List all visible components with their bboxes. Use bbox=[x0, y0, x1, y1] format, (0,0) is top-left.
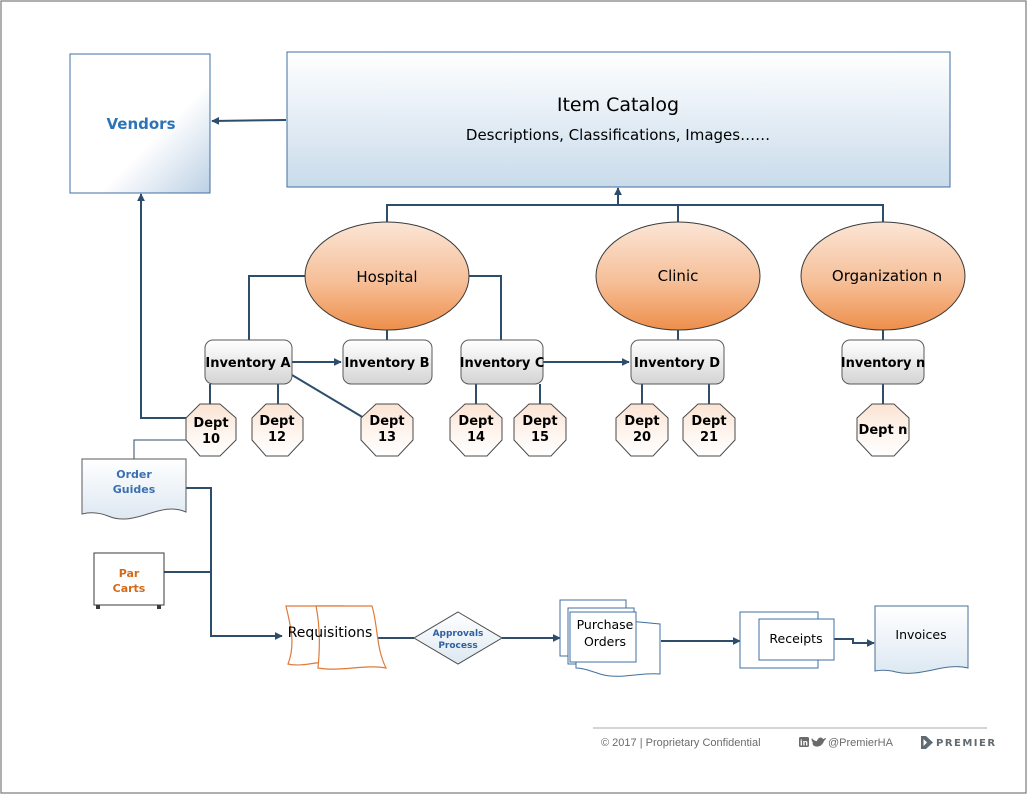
hospital-node[interactable]: Hospital bbox=[304, 221, 470, 331]
inventory-a-node[interactable]: Inventory A bbox=[204, 339, 293, 385]
order-guides-label-2: Guides bbox=[113, 483, 156, 496]
inventory-a-label: Inventory A bbox=[205, 356, 290, 371]
dept-13-label: Dept bbox=[369, 414, 404, 429]
dept10-to-vendors-arrow bbox=[137, 193, 186, 419]
dept-13-number: 13 bbox=[378, 430, 396, 445]
receipts-box[interactable]: Receipts bbox=[739, 611, 835, 669]
organization-n-node[interactable]: Organization n bbox=[800, 221, 966, 331]
premier-logo-icon bbox=[921, 736, 933, 749]
purchase-orders-label: Purchase bbox=[577, 617, 634, 632]
inventory-n-node[interactable]: Inventory n bbox=[841, 339, 925, 385]
inventory-c-node[interactable]: Inventory C bbox=[460, 339, 545, 385]
item-catalog-box[interactable]: Item Catalog Descriptions, Classificatio… bbox=[286, 51, 951, 188]
item-catalog-subtitle: Descriptions, Classifications, Images…… bbox=[466, 126, 770, 144]
hospital-to-inv-a-line bbox=[248, 275, 305, 340]
dept-14-node[interactable]: Dept 14 bbox=[449, 403, 503, 457]
inventory-d-node[interactable]: Inventory D bbox=[630, 339, 725, 385]
approvals-process-decision[interactable]: Approvals Process bbox=[413, 611, 503, 665]
receipts-label: Receipts bbox=[769, 631, 822, 646]
hospital-to-inv-c-line bbox=[468, 275, 502, 340]
par-carts-label: Par bbox=[119, 567, 140, 580]
purchase-orders-document[interactable]: Purchase Orders bbox=[559, 599, 661, 677]
par-carts-box[interactable]: Par Carts bbox=[93, 552, 165, 609]
dept-14-number: 14 bbox=[467, 430, 485, 445]
dept-n-node[interactable]: Dept n bbox=[856, 403, 910, 457]
footer-social-handle[interactable]: @PremierHA bbox=[828, 737, 894, 749]
order-guides-document[interactable]: Order Guides bbox=[81, 458, 187, 520]
dept-21-number: 21 bbox=[700, 430, 718, 445]
dept-14-label: Dept bbox=[458, 414, 493, 429]
inventory-b-label: Inventory B bbox=[344, 356, 429, 371]
catalog-to-vendors-arrow bbox=[211, 116, 287, 125]
purchase-orders-label-2: Orders bbox=[584, 634, 626, 649]
dept-10-label: Dept bbox=[193, 416, 228, 431]
order-guides-to-requisitions-arrow bbox=[186, 487, 283, 640]
inventory-b-node[interactable]: Inventory B bbox=[342, 339, 433, 385]
dept-10-number: 10 bbox=[202, 432, 220, 447]
requisitions-label: Requisitions bbox=[288, 625, 373, 641]
dept10-to-order-guides-line bbox=[133, 439, 186, 459]
clinic-label: Clinic bbox=[658, 267, 699, 285]
invoices-label: Invoices bbox=[895, 627, 946, 642]
receipts-to-invoices-arrow bbox=[834, 638, 875, 647]
vendors-box[interactable]: Vendors bbox=[69, 53, 211, 194]
dept-n-label: Dept n bbox=[859, 423, 908, 438]
approvals-label-2: Process bbox=[438, 641, 477, 651]
requisitions-document[interactable]: Requisitions bbox=[285, 605, 388, 670]
inventory-n-label: Inventory n bbox=[841, 356, 925, 371]
dept-15-number: 15 bbox=[531, 430, 549, 445]
linkedin-icon-glyph: in bbox=[800, 739, 808, 748]
linkedin-icon[interactable]: in bbox=[799, 737, 809, 748]
dept-13-node[interactable]: Dept 13 bbox=[360, 403, 414, 457]
clinic-node[interactable]: Clinic bbox=[595, 221, 761, 331]
dept-15-label: Dept bbox=[522, 414, 557, 429]
par-carts-label-2: Carts bbox=[113, 582, 146, 595]
twitter-icon[interactable] bbox=[811, 737, 826, 747]
inventory-c-label: Inventory C bbox=[460, 356, 545, 371]
order-guides-label: Order bbox=[116, 468, 152, 481]
dept-15-node[interactable]: Dept 15 bbox=[513, 403, 567, 457]
connector-lines bbox=[137, 116, 884, 647]
dept-12-node[interactable]: Dept 12 bbox=[251, 403, 304, 457]
premier-logo-text: PREMIER bbox=[936, 738, 997, 749]
dept-12-label: Dept bbox=[259, 414, 294, 429]
dept-10-node[interactable]: Dept 10 bbox=[185, 403, 237, 457]
facility-bus-line bbox=[386, 204, 884, 224]
dept-20-number: 20 bbox=[633, 430, 651, 445]
inv-a-to-dept13-line bbox=[291, 374, 365, 419]
dept-20-label: Dept bbox=[624, 414, 659, 429]
dept-21-label: Dept bbox=[691, 414, 726, 429]
approvals-label: Approvals bbox=[433, 629, 484, 639]
dept-12-number: 12 bbox=[268, 430, 286, 445]
dept-20-node[interactable]: Dept 20 bbox=[615, 403, 669, 457]
item-catalog-title: Item Catalog bbox=[557, 94, 679, 116]
vendors-label: Vendors bbox=[106, 115, 175, 133]
organization-n-label: Organization n bbox=[832, 267, 942, 285]
footer-copyright: © 2017 | Proprietary Confidential bbox=[601, 737, 761, 749]
dept-21-node[interactable]: Dept 21 bbox=[682, 403, 736, 457]
hospital-label: Hospital bbox=[356, 268, 417, 286]
inventory-d-label: Inventory D bbox=[634, 356, 720, 371]
invoices-document[interactable]: Invoices bbox=[874, 605, 969, 674]
